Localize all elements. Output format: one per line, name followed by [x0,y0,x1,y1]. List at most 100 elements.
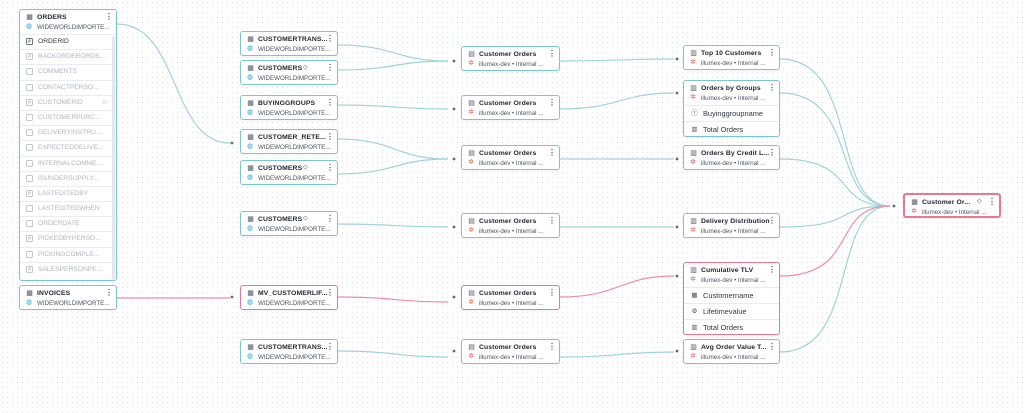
column-row[interactable]: ISUNDERSUPPLY... [20,170,116,186]
metric-source: illumex-dev • Internal ... [701,277,766,284]
metric-source: illumex-dev • Internal ... [701,354,766,361]
more-options-icon[interactable]: ⋮ [548,342,556,351]
model-icon: ▤ [468,51,475,58]
more-options-icon[interactable]: ⋮ [768,48,776,57]
illumex-icon: ✲ [911,208,917,215]
more-options-icon[interactable]: ⋮ [548,288,556,297]
table-title: CUSTOMER_RETE... [258,134,326,141]
model-title: Customer Orders [479,150,537,157]
database-icon: ◍ [246,353,254,360]
metric-field[interactable]: ▥Total Orders [684,319,779,334]
model-node[interactable]: ▤Customer Orders✲illumex-dev • Internal … [461,95,560,120]
illumex-icon: ✲ [468,60,474,67]
model-title: Customer Orders [479,218,537,225]
table-icon: ▦ [26,290,33,297]
more-options-icon[interactable]: ⋮ [768,83,776,92]
metric-node-orders-by-groups[interactable]: ▥Orders by Groups✲illumex-dev • Internal… [683,80,780,137]
more-options-icon[interactable]: ⋮ [326,342,334,351]
scrollbar[interactable] [112,36,115,280]
metric-field[interactable]: ⚙Lifetimevalue [684,303,779,319]
column-row[interactable]: #SALESPERSONPE... [20,261,116,277]
more-options-icon[interactable]: ⋮ [988,197,996,206]
column-row[interactable]: #ORDERID [20,34,116,49]
more-options-icon[interactable]: ⋮ [326,163,334,172]
column-row[interactable]: CUSTOMERPURC... [20,109,116,125]
model-node[interactable]: ▤Customer Orders✲illumex-dev • Internal … [461,285,560,310]
table-node-customers[interactable]: ▦CUSTOMERS⬦◍WIDEWORLDIMPORTE...⋮ [240,160,338,185]
metric-node-avg-order-value[interactable]: ▥Avg Order Value T...✲illumex-dev • Inte… [683,339,780,364]
metric-field[interactable]: ▥Total Orders [684,121,779,136]
more-options-icon[interactable]: ⋮ [326,34,334,43]
column-row[interactable]: EXPECTEDDELIVE... [20,140,116,155]
table-node-customertrans[interactable]: ▦CUSTOMERTRANS...◍WIDEWORLDIMPORTE...⋮ [240,339,338,364]
metric-node-top-10-customers[interactable]: ▥Top 10 Customers✲illumex-dev • Internal… [683,45,780,70]
table-title: BUYINGGROUPS [258,100,316,107]
column-icon [26,129,33,137]
more-options-icon[interactable]: ⋮ [105,12,113,21]
tag-icon: ⬦ [303,215,308,222]
model-node[interactable]: ▤Customer Orders✲illumex-dev • Internal … [461,145,560,170]
column-row[interactable]: #LASTEDITEDBY [20,185,116,201]
model-node[interactable]: ▤Customer Orders✲illumex-dev • Internal … [461,339,560,364]
column-row[interactable]: COMMENTS [20,64,116,79]
column-row[interactable]: #BACKORDERORDE... [20,49,116,64]
model-source: illumex-dev • Internal ... [479,300,544,307]
table-icon: ▦ [247,36,254,43]
metric-node-cumulative-tlv[interactable]: ▥Cumulative TLV✲illumex-dev • Internal .… [683,262,780,335]
model-node[interactable]: ▤Customer Orders✲illumex-dev • Internal … [461,213,560,238]
more-options-icon[interactable]: ⋮ [326,98,334,107]
more-options-icon[interactable]: ⋮ [326,214,334,223]
metric-title: Top 10 Customers [701,50,762,57]
model-node[interactable]: ▤Customer Orders✲illumex-dev • Internal … [461,46,560,71]
orders-table-node[interactable]: ▦ ORDERS ◍ WIDEWORLDIMPORTE... ⋮ #ORDERI… [19,9,117,281]
model-icon: ▤ [468,150,475,157]
more-options-icon[interactable]: ⋮ [548,98,556,107]
table-node-mv-customerlif[interactable]: ▦MV_CUSTOMERLIF...◍WIDEWORLDIMPORTE...⋮ [240,285,338,310]
more-options-icon[interactable]: ⋮ [548,148,556,157]
table-node-customers[interactable]: ▦CUSTOMERS⬦◍WIDEWORLDIMPORTE...⋮ [240,60,338,85]
table-icon: ▦ [247,100,254,107]
table-node-customertrans[interactable]: ▦CUSTOMERTRANS...◍WIDEWORLDIMPORTE...⋮ [240,31,338,56]
illumex-icon: ✲ [468,109,474,116]
column-row[interactable]: PICKINGCOMPLE... [20,246,116,262]
more-options-icon[interactable]: ⋮ [326,288,334,297]
illumex-icon: ✲ [468,299,474,306]
column-row[interactable]: INTERNALCOMME... [20,155,116,171]
column-row[interactable]: #CUSTOMERID⬦ [20,94,116,110]
model-source: illumex-dev • Internal ... [479,354,544,361]
column-row[interactable]: #PICKEDBYPERSO... [20,231,116,246]
column-row[interactable]: CONTACTPERSO... [20,79,116,95]
target-source: illumex-dev • Internal ... [922,209,987,216]
column-row[interactable]: DELIVERYINSTRU... [20,125,116,140]
illumex-icon: ✲ [690,159,696,166]
settings-icon: ⚙ [691,307,698,315]
more-options-icon[interactable]: ⋮ [326,132,334,141]
column-row[interactable]: LASTEDITEDWHEN [20,201,116,216]
illumex-icon: ✲ [690,276,696,283]
table-node-customers[interactable]: ▦CUSTOMERS⬦◍WIDEWORLDIMPORTE...⋮ [240,211,338,236]
table-title: CUSTOMERTRANS... [258,36,328,43]
more-options-icon[interactable]: ⋮ [768,265,776,274]
table-node-buyinggroups[interactable]: ▦BUYINGGROUPS◍WIDEWORLDIMPORTE...⋮ [240,95,338,120]
table-title: CUSTOMERS [258,216,303,223]
illumex-icon: ✲ [468,159,474,166]
table-title: CUSTOMERTRANS... [258,344,328,351]
more-options-icon[interactable]: ⋮ [768,148,776,157]
invoices-table-node[interactable]: ▦ INVOICES ◍ WIDEWORLDIMPORTE... ⋮ [19,285,117,310]
more-options-icon[interactable]: ⋮ [548,49,556,58]
model-title: Customer Orders [479,100,537,107]
table-node-customer-rete[interactable]: ▦CUSTOMER_RETE...◍WIDEWORLDIMPORTE...⋮ [240,129,338,154]
more-options-icon[interactable]: ⋮ [768,342,776,351]
column-row[interactable]: ORDERDATE [20,216,116,231]
measure-icon: ▥ [691,125,698,133]
more-options-icon[interactable]: ⋮ [768,216,776,225]
metric-field[interactable]: ▦Customername [684,287,779,303]
metric-node-delivery-distribution[interactable]: ▥Delivery Distribution✲illumex-dev • Int… [683,213,780,238]
target-node-customer-orders[interactable]: ▦Customer Or...⬦✲illumex-dev • Internal … [903,193,1001,218]
more-options-icon[interactable]: ⋮ [105,288,113,297]
metric-node-orders-by-credit[interactable]: ▥Orders By Credit L...✲illumex-dev • Int… [683,145,780,170]
more-options-icon[interactable]: ⋮ [326,63,334,72]
orders-source: WIDEWORLDIMPORTE... [37,24,110,31]
more-options-icon[interactable]: ⋮ [548,216,556,225]
